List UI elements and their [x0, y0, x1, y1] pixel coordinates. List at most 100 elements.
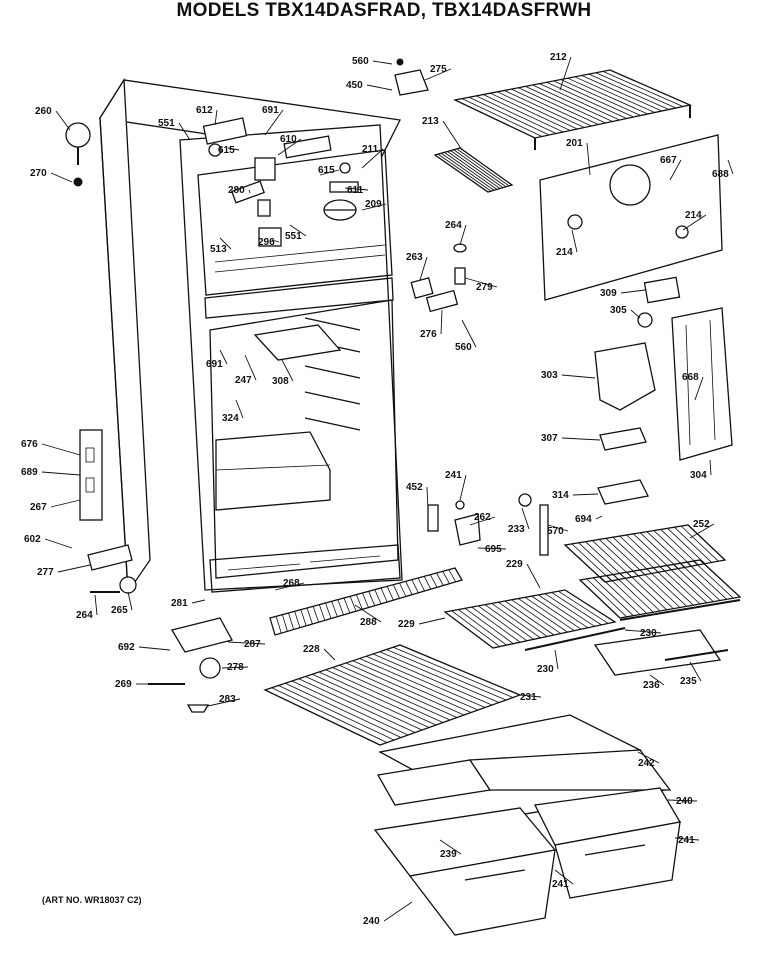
part-callout-label: 214 [685, 210, 702, 221]
leader-line [439, 839, 462, 855]
crisper-drawer-right [534, 787, 682, 899]
condenser-coil [269, 567, 463, 636]
part-callout-label: 209 [365, 199, 382, 210]
part-callout-label: 212 [550, 52, 567, 63]
part-callout-label: 268 [283, 578, 300, 589]
leader-line [366, 84, 393, 91]
leader-line [57, 564, 91, 573]
leader-line [526, 563, 541, 589]
part-callout-label: 611 [347, 185, 364, 196]
leader-line [694, 376, 704, 401]
leader-line [667, 799, 698, 802]
bracket-262 [454, 513, 481, 546]
leader-line [271, 239, 280, 243]
diagram-title: MODELS TBX14DASFRAD, TBX14DASFRWH [176, 0, 592, 21]
part-callout-label: 296 [258, 237, 275, 248]
part-callout-label: 691 [262, 105, 279, 116]
leader-line [41, 471, 81, 476]
bracket-307 [599, 427, 647, 451]
part-callout-label: 560 [455, 342, 472, 353]
part-callout-label: 230 [640, 628, 657, 639]
leader-line [595, 515, 603, 520]
leader-line [264, 109, 284, 136]
wire-shelf-212 [452, 69, 693, 150]
part-callout-label: 242 [638, 758, 655, 769]
leader-line [630, 309, 641, 319]
leader-line [682, 214, 707, 231]
part-callout-label: 236 [643, 680, 660, 691]
part-callout-label: 288 [360, 617, 377, 628]
part-callout-label: 240 [676, 796, 693, 807]
part-callout-label: 228 [303, 644, 320, 655]
hinge-452 [427, 504, 439, 532]
tray-236 [593, 629, 722, 676]
leader-line [649, 674, 665, 686]
control-knob [637, 312, 653, 328]
leader-line [281, 359, 294, 382]
part-callout-label: 602 [24, 534, 41, 545]
shelf-ladder-570 [539, 504, 549, 556]
leader-line [624, 629, 662, 634]
part-callout-label: 695 [485, 544, 502, 555]
leader-line [586, 142, 591, 176]
part-callout-label: 452 [406, 482, 423, 493]
part-callout-label: 688 [712, 169, 729, 180]
leader-line [383, 901, 413, 922]
leader-line [559, 56, 572, 91]
part-callout-label: 231 [520, 692, 537, 703]
leader-line [519, 694, 542, 698]
leader-line [442, 120, 463, 151]
part-callout-label: 269 [115, 679, 132, 690]
leader-line [138, 646, 171, 651]
freezer-components [202, 117, 359, 247]
part-callout-label: 305 [610, 305, 627, 316]
part-callout-label: 694 [575, 514, 592, 525]
leader-line [227, 147, 240, 151]
part-callout-label: 303 [541, 370, 558, 381]
part-callout-label: 230 [537, 664, 554, 675]
part-callout-label: 309 [600, 288, 617, 299]
leader-line [674, 837, 700, 841]
leader-line [554, 869, 574, 885]
part-callout-label: 262 [474, 512, 491, 523]
leader-line [94, 594, 98, 616]
leader-line [669, 159, 682, 181]
leader-line [372, 60, 393, 65]
leader-line [459, 224, 467, 246]
front-roller [199, 657, 221, 679]
leader-line [227, 641, 266, 645]
leader-line [547, 524, 569, 532]
part-callout-label: 691 [206, 359, 223, 370]
leader-line [424, 68, 452, 81]
part-callout-label: 267 [30, 502, 47, 513]
bracket-314 [597, 479, 649, 505]
part-callout-label: 275 [430, 64, 447, 75]
wire-shelf-252 [563, 524, 727, 583]
part-callout-label: 287 [244, 639, 261, 650]
roller-bracket [170, 617, 233, 653]
leader-line [319, 169, 340, 176]
rail-235 [664, 649, 729, 661]
crisper-drawer-left [373, 807, 557, 936]
wire-shelf-229-b [578, 559, 742, 619]
leader-line [207, 698, 241, 707]
evaporator-cover [539, 134, 723, 301]
leader-line [277, 138, 302, 156]
part-callout-label: 235 [680, 676, 697, 687]
leader-line [344, 187, 369, 191]
leader-line [50, 172, 73, 183]
leader-line [235, 399, 244, 419]
part-callout-label: 304 [690, 470, 707, 481]
art-number: (ART NO. WR18037 C2) [42, 895, 142, 905]
cap-233 [518, 493, 532, 507]
crisper-frame [376, 749, 672, 833]
leader-line [41, 443, 81, 456]
part-callout-label: 239 [440, 849, 457, 860]
leader-line [127, 591, 133, 611]
leader-line [426, 486, 429, 511]
leader-line [361, 148, 384, 169]
bumper-241 [455, 500, 465, 510]
roller-265 [119, 576, 137, 594]
